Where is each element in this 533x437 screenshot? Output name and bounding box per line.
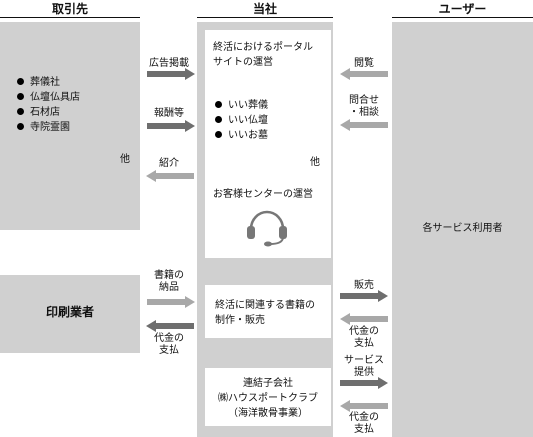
- bullet-icon: [17, 108, 24, 115]
- arrow-right-icon: [147, 68, 195, 80]
- arrow-left-icon: [340, 68, 388, 80]
- flow-sales-label: 販売: [354, 280, 374, 291]
- site-item: いい葬儀: [215, 98, 268, 113]
- flow-payment-subsidiary-label: 代金の 支払: [349, 412, 379, 435]
- portal-other: 他: [310, 157, 320, 168]
- flow-payment-printer-label: 代金の 支払: [154, 333, 184, 356]
- flow-intro-label: 紹介: [159, 158, 179, 169]
- flow-payment-books-label: 代金の 支払: [349, 326, 379, 349]
- printer-label: 印刷業者: [45, 305, 94, 319]
- flow-fee-label: 報酬等: [154, 108, 184, 119]
- partners-other: 他: [120, 154, 130, 165]
- headset-icon: [247, 210, 287, 247]
- arrow-right-icon: [340, 377, 388, 389]
- arrow-right-icon: [340, 290, 388, 302]
- portal-sites-list: いい葬儀 いい仏壇 いいお墓: [215, 98, 268, 143]
- partner-item: 仏壇仏具店: [17, 90, 80, 105]
- portal-box: [205, 30, 331, 258]
- subsidiary-box: [205, 368, 331, 426]
- flow-service-label: サービス 提供: [344, 355, 384, 378]
- flow-book-delivery-label: 書籍の 納品: [154, 270, 184, 293]
- header-partners: 取引先: [51, 2, 88, 16]
- site-item: いいお墓: [215, 128, 268, 143]
- arrow-left-icon: [146, 320, 194, 332]
- bullet-icon: [17, 123, 24, 130]
- bullet-icon: [17, 93, 24, 100]
- arrow-right-icon: [147, 296, 195, 308]
- header-company: 当社: [252, 2, 277, 16]
- partner-item: 葬儀社: [17, 75, 80, 90]
- arrow-left-icon: [340, 119, 388, 131]
- printer-panel: [0, 275, 140, 353]
- flow-ad-label: 広告掲載: [149, 58, 189, 69]
- header-partners-underline: [0, 17, 140, 18]
- arrow-left-icon: [340, 400, 388, 412]
- site-item: いい仏壇: [215, 113, 268, 128]
- partner-item: 石材店: [17, 105, 80, 120]
- books-box: [205, 285, 331, 338]
- users-label: 各サービス利用者: [422, 223, 503, 234]
- callcenter-label: お客様センターの運営: [213, 189, 313, 200]
- partner-item: 寺院霊園: [17, 120, 80, 135]
- flow-browse-label: 閲覧: [354, 58, 374, 69]
- arrow-right-icon: [147, 120, 195, 132]
- bullet-icon: [215, 101, 222, 108]
- bullet-icon: [215, 116, 222, 123]
- flow-inquiry-label: 問合せ ・相談: [349, 95, 379, 118]
- partners-list: 葬儀社 仏壇仏具店 石材店 寺院霊園: [17, 75, 80, 135]
- bullet-icon: [17, 78, 24, 85]
- arrow-left-icon: [146, 170, 194, 182]
- portal-title: 終活におけるポータル サイトの運営: [213, 42, 313, 68]
- header-users-underline: [392, 17, 533, 18]
- users-panel: [392, 22, 533, 437]
- bullet-icon: [215, 131, 222, 138]
- header-company-underline: [197, 17, 333, 18]
- subsidiary-label: 連結子会社 ㈱ハウスポートクラブ （海洋散骨事業）: [218, 378, 318, 419]
- arrow-left-icon: [340, 313, 388, 325]
- header-users: ユーザー: [438, 2, 487, 16]
- books-label: 終活に関連する書籍の 制作・販売: [215, 300, 315, 326]
